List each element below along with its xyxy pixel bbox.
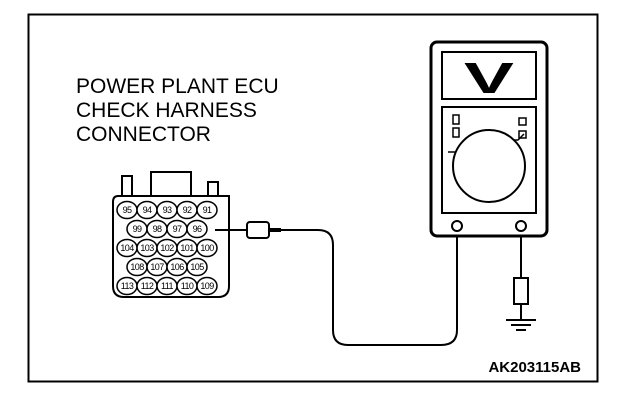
- connector-pin-grid: 95 94 93 92 91 99 98 97 96 104 103 102 101 100 108 107 1…: [116, 200, 218, 296]
- connector-pin-label-112: 112: [141, 281, 154, 291]
- connector-pin-label-107: 107: [150, 262, 164, 272]
- connector-pin-label-103: 103: [140, 243, 154, 253]
- connector-latch-left: [121, 175, 133, 197]
- connector-pin-label-99: 99: [133, 224, 142, 234]
- meter-terminal-com: [451, 220, 463, 232]
- probe-lead-wire: [281, 229, 458, 346]
- connector-pin-label-111: 111: [161, 281, 173, 291]
- test-probe: [215, 221, 458, 346]
- connector-pin-label-106: 106: [170, 262, 184, 272]
- connector-pin-label-108: 108: [130, 262, 144, 272]
- connector-pin-label-104: 104: [120, 243, 134, 253]
- voltmeter: V: [429, 40, 549, 238]
- check-harness-connector: 95 94 93 92 91 99 98 97 96 104 103 102 101 100 108 107 1…: [112, 171, 230, 298]
- connector-pin-label-100: 100: [200, 243, 214, 253]
- figure-code: AK203115AB: [488, 359, 581, 376]
- connector-pin-label-113: 113: [121, 281, 134, 291]
- probe-body: [246, 221, 270, 239]
- connector-pin-label-97: 97: [173, 224, 182, 234]
- meter-range-indicator-lower-left: [452, 127, 460, 138]
- connector-pin-label-105: 105: [190, 262, 204, 272]
- title-line-3: CONNECTOR: [76, 123, 211, 146]
- connector-pin-label-96: 96: [193, 224, 202, 234]
- connector-pin-label-110: 110: [181, 281, 194, 291]
- ground-lead: [506, 230, 536, 331]
- connector-pin-label-91: 91: [203, 205, 212, 215]
- title-line-2: CHECK HARNESS: [76, 99, 257, 122]
- ground-clip: [513, 277, 529, 305]
- meter-rotary-dial: [452, 129, 526, 203]
- meter-display: [441, 51, 537, 100]
- connector-pin-105: [186, 257, 208, 277]
- meter-range-indicator-upper-left: [452, 114, 460, 125]
- meter-range-indicator-upper-right: [518, 117, 527, 126]
- connector-pin-label-94: 94: [143, 205, 152, 215]
- connector-pin-label-95: 95: [123, 205, 132, 215]
- title-line-1: POWER PLANT ECU: [76, 75, 279, 98]
- connector-pin-100: [196, 238, 218, 258]
- connector-latch-right: [207, 181, 219, 197]
- figure-frame: [27, 13, 599, 383]
- connector-pin-label-109: 109: [200, 281, 214, 291]
- connector-pin-label-102: 102: [160, 243, 174, 253]
- connector-pin-label-98: 98: [153, 224, 162, 234]
- connector-pin-91: [196, 200, 218, 220]
- connector-pin-label-93: 93: [163, 205, 172, 215]
- connector-pin-109: [196, 276, 218, 296]
- connector-pin-96: [186, 219, 208, 239]
- connector-pin-label-101: 101: [180, 243, 194, 253]
- meter-display-symbol: V: [464, 54, 514, 103]
- connector-latch-center: [150, 171, 192, 197]
- meter-terminal-v: [515, 220, 527, 232]
- connector-pin-label-92: 92: [183, 205, 192, 215]
